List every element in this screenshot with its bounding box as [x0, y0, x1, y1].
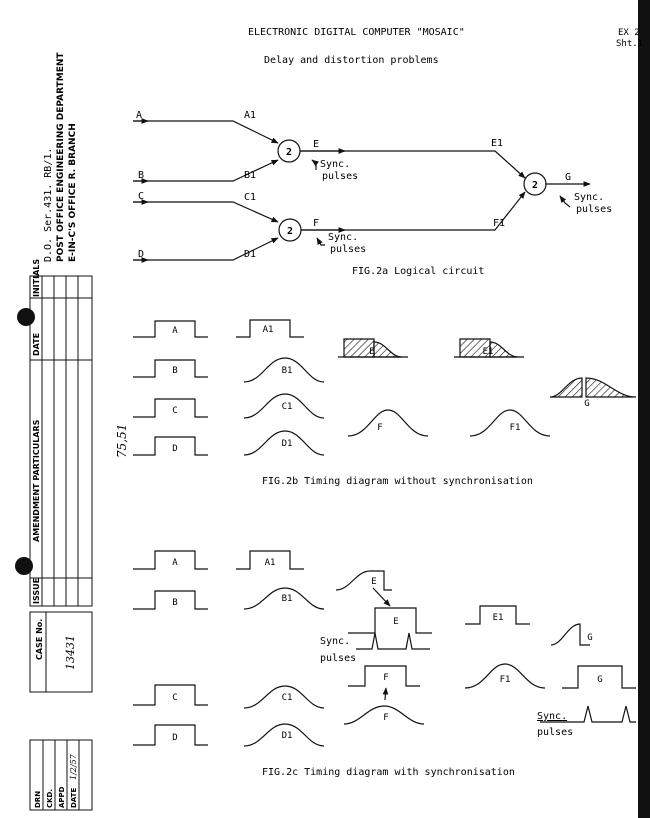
fig2a-C1: C1 — [244, 192, 256, 203]
fig2b-B: B — [172, 366, 177, 376]
margin-doc-ref: D.O. Ser.431. RB/1. — [43, 148, 54, 262]
fig2b-E1-distorted — [454, 338, 524, 358]
case-number: 13431 — [64, 635, 77, 670]
fig2a-C: C — [138, 191, 144, 202]
punch-hole-top — [17, 308, 35, 326]
fig2c-B1: B1 — [282, 594, 293, 604]
sheet-number: Sht.1 — [616, 39, 643, 49]
fig2c-sync2: Sync. — [537, 711, 567, 722]
fig2a-B: B — [138, 170, 144, 181]
fig2c-E: E — [371, 577, 376, 587]
fig2c-F1: F1 — [500, 675, 511, 685]
fig2a-pulses2: pulses — [330, 244, 366, 255]
fig2b-G: G — [584, 399, 589, 409]
fig2b-E: E — [369, 347, 374, 357]
fig2b-F1: F1 — [510, 423, 521, 433]
fig2c-sync-labels: Sync. pulses Sync. pulses — [320, 636, 573, 738]
fig2b-A: A — [172, 326, 178, 336]
fig2a-pulses1: pulses — [322, 171, 358, 182]
gate-top: 2 — [286, 147, 292, 158]
fig2c-G: G — [587, 633, 592, 643]
sig-drn: DRN — [34, 791, 42, 808]
margin-department-block: D.O. Ser.431. RB/1. POST OFFICE ENGINEER… — [43, 52, 78, 262]
sheet-ref: EX 2 — [618, 28, 640, 38]
margin-scribble: 75,51 — [115, 424, 129, 458]
margin-department: POST OFFICE ENGINEERING DEPARTMENT — [56, 52, 66, 262]
fig2c-A: A — [172, 558, 178, 568]
fig2a-D1: D1 — [244, 249, 256, 260]
fig2b-E1: E1 — [483, 347, 494, 357]
fig2a-E1: E1 — [491, 138, 503, 149]
fig2a-D: D — [138, 249, 144, 260]
gate-final: 2 — [532, 180, 538, 191]
sig-ckd: CKD. — [46, 789, 54, 808]
fig2b-D1: D1 — [282, 439, 293, 449]
sig-date-label: DATE — [70, 788, 78, 808]
fig2c-pulses1: pulses — [320, 653, 356, 664]
fig2b-G-distorted — [549, 377, 637, 398]
fig2b-F: F — [377, 423, 382, 433]
fig2c-pulses2: pulses — [537, 727, 573, 738]
fig2b-caption: FIG.2b Timing diagram without synchronis… — [262, 476, 533, 487]
case-label: CASE No. — [35, 619, 44, 660]
page-subtitle: Delay and distortion problems — [264, 55, 439, 66]
sig-date-value: 1/2/57 — [69, 753, 78, 780]
fig2c-E-box: E — [393, 617, 398, 627]
punch-hole-bottom — [15, 557, 33, 575]
fig2c-G-box: G — [597, 675, 602, 685]
fig2c-C: C — [172, 693, 177, 703]
fig2a-B1: B1 — [244, 170, 256, 181]
page-edge-shadow — [638, 0, 650, 818]
signature-box — [29, 739, 93, 811]
page-title: ELECTRONIC DIGITAL COMPUTER "MOSAIC" — [248, 27, 465, 38]
fig2a-gate-labels: 2 2 2 — [286, 147, 538, 237]
fig2c-F-top: F — [383, 673, 388, 683]
fig2c-sync1: Sync. — [320, 636, 350, 647]
fig2b-E-distorted — [338, 338, 408, 358]
amendment-date-header: DATE — [32, 333, 41, 356]
fig2c-labels: A B A1 B1 E E E1 G C D C1 D1 F F F1 G — [172, 558, 602, 743]
fig2b-C1: C1 — [282, 402, 293, 412]
amendment-particulars-header: AMENDMENT PARTICULARS — [32, 419, 41, 542]
fig2a-sync3: Sync. — [574, 192, 604, 203]
fig2c-A1: A1 — [265, 558, 276, 568]
fig2a-sync2: Sync. — [328, 232, 358, 243]
fig2b-A1: A1 — [263, 325, 274, 335]
fig2a-G: G — [565, 172, 571, 183]
sig-appd: APPD — [58, 786, 66, 808]
fig2b-waveforms — [133, 319, 551, 456]
amendment-table — [29, 275, 93, 607]
fig2a-logical-circuit — [133, 118, 591, 263]
fig2b-labels: A B C D A1 B1 C1 D1 E E1 F F1 G — [172, 325, 589, 454]
fig2c-arrows — [372, 587, 391, 701]
fig2a-sync1: Sync. — [320, 159, 350, 170]
fig2c-E1: E1 — [493, 613, 504, 623]
fig2a-E: E — [313, 139, 319, 150]
fig2a-A1: A1 — [244, 110, 256, 121]
case-number-box — [29, 611, 93, 693]
fig2c-waveforms — [133, 550, 636, 747]
fig2c-D: D — [172, 733, 177, 743]
margin-branch: E-IN-C'S OFFICE R. BRANCH — [68, 123, 78, 262]
fig2a-labels: A B C D A1 B1 C1 D1 E F E1 F1 G Sync. pu… — [136, 110, 612, 260]
fig2a-F1: F1 — [493, 218, 505, 229]
amendment-initials-header: INITIALS — [32, 259, 41, 297]
fig2c-D1: D1 — [282, 731, 293, 741]
amendment-issue-header: ISSUE — [32, 578, 41, 604]
fig2c-F: F — [383, 713, 388, 723]
gate-bottom: 2 — [287, 226, 293, 237]
fig2b-B1: B1 — [282, 366, 293, 376]
fig2a-F: F — [313, 218, 319, 229]
fig2b-D: D — [172, 444, 177, 454]
fig2c-caption: FIG.2c Timing diagram with synchronisati… — [262, 767, 515, 778]
fig2b-C: C — [172, 406, 177, 416]
fig2c-B: B — [172, 598, 177, 608]
fig2c-C1: C1 — [282, 693, 293, 703]
fig2a-caption: FIG.2a Logical circuit — [352, 266, 484, 277]
fig2a-A: A — [136, 110, 142, 121]
fig2a-pulses3: pulses — [576, 204, 612, 215]
